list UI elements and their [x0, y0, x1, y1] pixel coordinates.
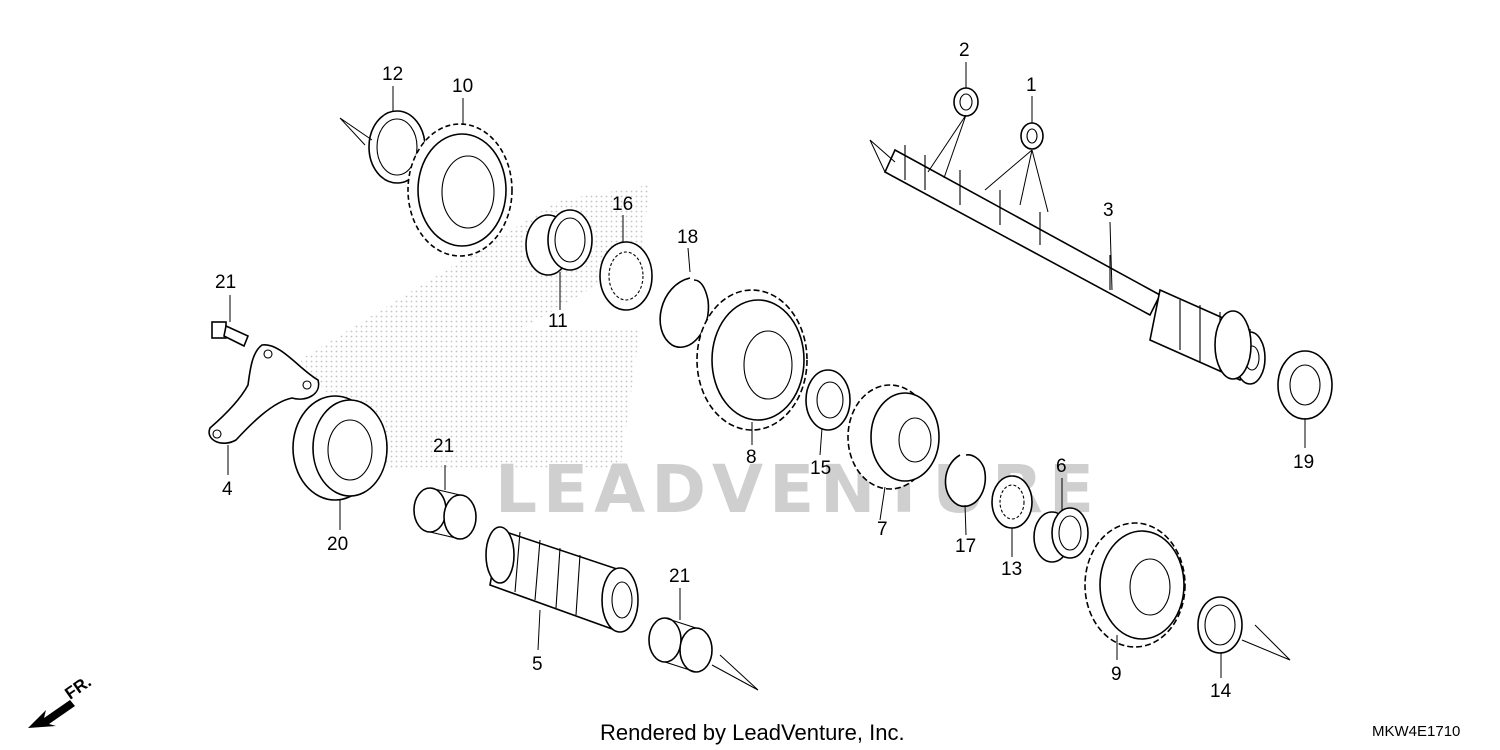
- callout-8[interactable]: 8: [746, 447, 757, 468]
- callout-14[interactable]: 14: [1210, 681, 1232, 702]
- needle-bearing-2-part[interactable]: [953, 87, 979, 117]
- callout-18[interactable]: 18: [677, 227, 698, 248]
- callout-5[interactable]: 5: [532, 654, 543, 675]
- needle-bearing-21b-part[interactable]: [648, 617, 713, 673]
- callout-1[interactable]: 1: [1026, 75, 1037, 96]
- callout-6[interactable]: 6: [1056, 456, 1067, 477]
- gear-7-part[interactable]: [847, 384, 940, 490]
- thrust-washer-14-part[interactable]: [1197, 596, 1243, 654]
- ball-bearing-20-part[interactable]: [292, 395, 388, 501]
- callouts: 2 1 3 12 10 16 18 11 21 4 20 21 5 21 8 1…: [215, 40, 1314, 702]
- callout-4[interactable]: 4: [222, 479, 233, 500]
- callout-20[interactable]: 20: [327, 534, 348, 555]
- bolt-22-part[interactable]: [211, 321, 250, 348]
- setting-plate-4-part[interactable]: [208, 344, 320, 444]
- front-arrow-icon: [28, 700, 75, 728]
- callout-16[interactable]: 16: [612, 194, 633, 215]
- footer-text: Rendered by LeadVenture, Inc.: [600, 720, 905, 745]
- callout-10[interactable]: 10: [452, 76, 473, 97]
- main-shaft-part[interactable]: [883, 145, 1266, 385]
- snap-ring-18-part[interactable]: [659, 277, 710, 348]
- callout-9[interactable]: 9: [1111, 664, 1122, 685]
- callout-7[interactable]: 7: [877, 519, 888, 540]
- gear-9-part[interactable]: [1084, 522, 1186, 648]
- callout-15[interactable]: 15: [810, 458, 831, 479]
- needle-bearing-21a-part[interactable]: [413, 487, 477, 540]
- diagram-code: MKW4E1710: [1372, 723, 1460, 740]
- callout-3[interactable]: 3: [1103, 200, 1114, 221]
- splined-washer-13-part[interactable]: [991, 475, 1033, 529]
- ball-bearing-19-part[interactable]: [1277, 350, 1333, 420]
- callout-11[interactable]: 11: [548, 311, 568, 332]
- gear-8-part[interactable]: [696, 289, 808, 431]
- callout-22[interactable]: 21: [215, 272, 236, 293]
- leader-lines: [227, 62, 1306, 691]
- snap-ring-17-part[interactable]: [944, 454, 987, 508]
- splined-washer-16-part[interactable]: [599, 241, 653, 311]
- front-label: FR.: [61, 672, 94, 703]
- callout-13[interactable]: 13: [1001, 559, 1022, 580]
- bushing-6-part[interactable]: [1033, 507, 1089, 563]
- callout-2[interactable]: 2: [959, 40, 970, 61]
- lock-washer-15-part[interactable]: [805, 369, 851, 431]
- front-direction-indicator: FR.: [28, 672, 95, 728]
- callout-12[interactable]: 12: [382, 64, 403, 85]
- bushing-11-part[interactable]: [525, 209, 593, 276]
- countershaft-5-part[interactable]: [485, 526, 639, 633]
- callout-21b[interactable]: 21: [669, 566, 690, 587]
- callout-21a[interactable]: 21: [433, 436, 454, 457]
- callout-19[interactable]: 19: [1293, 452, 1314, 473]
- callout-17[interactable]: 17: [955, 536, 976, 557]
- needle-bearing-1-part[interactable]: [1020, 122, 1044, 150]
- gear-10-part[interactable]: [407, 123, 513, 257]
